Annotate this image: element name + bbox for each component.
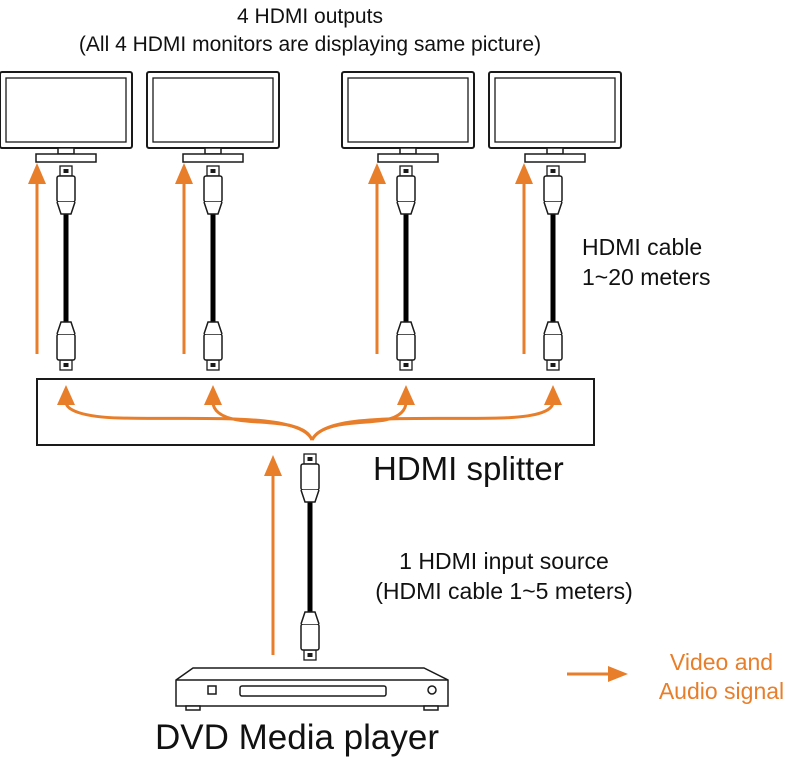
splitter-label: HDMI splitter <box>373 450 564 487</box>
splitter-signal-arrows <box>64 401 555 441</box>
legend-label-line2: Audio signal <box>658 678 785 704</box>
hdmi-connector-icon <box>56 165 76 215</box>
source-device-label: DVD Media player <box>155 718 439 757</box>
hdmi-connector-icon <box>396 321 416 371</box>
diagram-subtitle: (All 4 HDMI monitors are displaying same… <box>78 33 542 56</box>
hdmi-connector-icon <box>203 321 223 371</box>
dvd-player-icon <box>175 667 449 711</box>
hdmi-connector-icon <box>543 321 563 371</box>
monitor-icon <box>146 71 280 163</box>
monitor-icon <box>0 71 133 163</box>
input-cable-length-label: (HDMI cable 1~5 meters) <box>375 578 633 604</box>
signal-arrow-icon <box>567 666 628 682</box>
output-cable-label: HDMI cable <box>582 234 703 260</box>
monitor-icon <box>488 71 622 163</box>
monitor-icon <box>341 71 475 163</box>
output-signal-arrows <box>28 163 533 354</box>
input-cable <box>300 453 320 661</box>
legend-label-line1: Video and <box>669 649 774 675</box>
output-cable-length-label: 1~20 meters <box>582 264 711 290</box>
hdmi-connector-icon <box>396 165 416 215</box>
output-cables <box>56 165 563 371</box>
diagram-title: 4 HDMI outputs <box>237 5 383 28</box>
hdmi-connector-icon <box>300 453 320 503</box>
hdmi-connector-icon <box>56 321 76 371</box>
splitter-arrowheads <box>57 385 562 405</box>
hdmi-connector-icon <box>300 611 320 661</box>
input-source-label: 1 HDMI input source <box>399 548 609 574</box>
hdmi-connector-icon <box>543 165 563 215</box>
hdmi-connector-icon <box>203 165 223 215</box>
input-signal-arrow <box>264 455 282 655</box>
